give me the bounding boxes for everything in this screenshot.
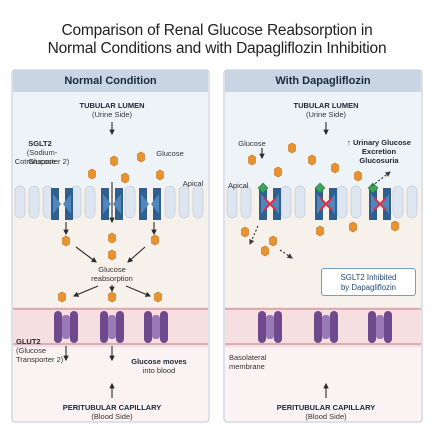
inhibited-line-2: by Dapagliflozin	[340, 282, 397, 292]
diagram-title-line1: Comparison of Renal Glucose Reabsorption…	[61, 22, 373, 39]
right-glut2-transporters	[258, 311, 392, 343]
excretion-label-1: ↑ Urinary Glucose	[347, 138, 411, 147]
right-sglt2-transporters	[257, 182, 391, 220]
glucose-moves-label-2: into blood	[142, 366, 176, 375]
left-glucose-label: Glucose	[156, 149, 184, 158]
glut2-label: GLUT2	[16, 337, 41, 346]
left-sglt2-transporters	[51, 188, 161, 220]
right-glucose-label: Glucose	[238, 139, 266, 148]
sglt2-label: SGLT2	[28, 139, 52, 148]
left-glut2-transporters	[54, 311, 168, 343]
basolateral-label-2: membrane	[229, 362, 265, 371]
left-panel-header: Normal Condition	[13, 70, 208, 92]
left-capillary-sub: (Blood Side)	[91, 412, 133, 421]
inhibited-line-1: SGLT2 Inhibited	[340, 273, 397, 282]
right-lumen-label: TUBULAR LUMEN	[293, 101, 359, 110]
sglt2-sub-1: (Sodium-Glucose	[26, 148, 58, 166]
reabsorption-label-2: reabsorption	[91, 274, 133, 283]
diagram-title-line2: Normal Conditions and with Dapagliflozin…	[47, 40, 387, 57]
right-capillary-sub: (Blood Side)	[305, 412, 347, 421]
glut2-sub-2: Transporter 2)	[16, 355, 64, 364]
excretion-label-2: Excretion	[361, 147, 397, 156]
glucose-moves-label-1: Glucose moves	[131, 357, 187, 366]
left-lumen-label: TUBULAR LUMEN	[79, 101, 145, 110]
right-lumen-sub: (Urine Side)	[305, 110, 346, 119]
left-lumen-sub: (Urine Side)	[91, 110, 132, 119]
glut2-sub-1: (Glucose	[16, 346, 47, 355]
basolateral-label-1: Basolateral	[229, 353, 267, 362]
left-apical-label: Apical	[182, 179, 204, 188]
right-panel-header: With Dapagliflozin	[225, 70, 421, 92]
left-arrows	[63, 122, 157, 398]
sglt2-sub-2: Cotransporter 2)	[14, 157, 70, 166]
sglt2-inhibited-callout: SGLT2 Inhibited by Dapagliflozin	[321, 268, 416, 296]
excretion-label-3: Glucosuria	[359, 156, 399, 165]
right-apical-label: Apical	[228, 181, 249, 190]
right-arrows	[249, 122, 391, 398]
left-capillary-label: PERITUBULAR CAPILLARY	[62, 403, 162, 412]
right-capillary-label: PERITUBULAR CAPILLARY	[276, 403, 376, 412]
reabsorption-label-1: Glucose	[98, 265, 126, 274]
